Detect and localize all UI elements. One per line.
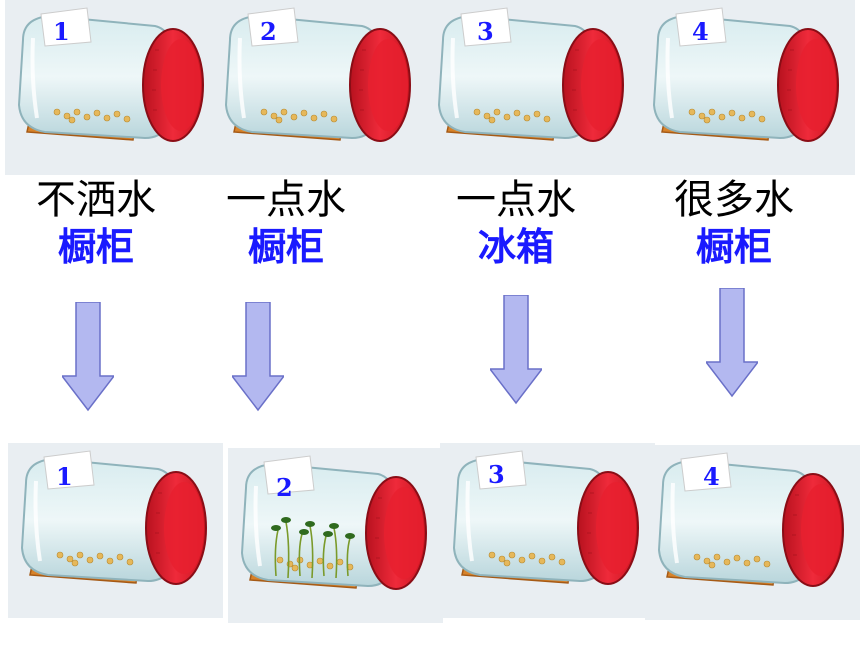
jar-before-3: 3 bbox=[425, 0, 640, 175]
jar-after-4: 4 bbox=[645, 445, 860, 620]
water-condition: 一点水 bbox=[226, 177, 346, 223]
place-condition: 橱柜 bbox=[247, 225, 324, 269]
jar-number: 2 bbox=[276, 473, 293, 502]
down-arrow-icon bbox=[706, 288, 758, 398]
down-arrow-icon bbox=[62, 302, 114, 412]
place-condition: 冰箱 bbox=[477, 225, 554, 269]
jar-after-3: 3 bbox=[440, 443, 655, 618]
jar-number: 1 bbox=[53, 17, 70, 46]
jar-number: 2 bbox=[260, 17, 277, 46]
water-condition: 不洒水 bbox=[36, 177, 156, 223]
jar-number: 4 bbox=[692, 17, 709, 46]
down-arrow-icon bbox=[490, 295, 542, 405]
jar-before-1: 1 bbox=[5, 0, 220, 175]
jar-number: 4 bbox=[703, 462, 720, 491]
condition-4: 很多水 橱柜 bbox=[634, 180, 834, 266]
jar-before-4: 4 bbox=[640, 0, 855, 175]
jar-before-2: 2 bbox=[212, 0, 427, 175]
condition-3: 一点水 冰箱 bbox=[416, 180, 616, 266]
jar-number: 3 bbox=[477, 17, 494, 46]
place-condition: 橱柜 bbox=[57, 225, 134, 269]
condition-2: 一点水 橱柜 bbox=[186, 180, 386, 266]
jar-number: 1 bbox=[56, 462, 73, 491]
down-arrow-icon bbox=[232, 302, 284, 412]
jar-number: 3 bbox=[488, 460, 505, 489]
place-condition: 橱柜 bbox=[695, 225, 772, 269]
jar-after-1: 1 bbox=[8, 443, 223, 618]
condition-1: 不洒水 橱柜 bbox=[0, 180, 196, 266]
water-condition: 很多水 bbox=[674, 177, 794, 223]
jar-after-2: 2 bbox=[228, 448, 443, 623]
water-condition: 一点水 bbox=[456, 177, 576, 223]
